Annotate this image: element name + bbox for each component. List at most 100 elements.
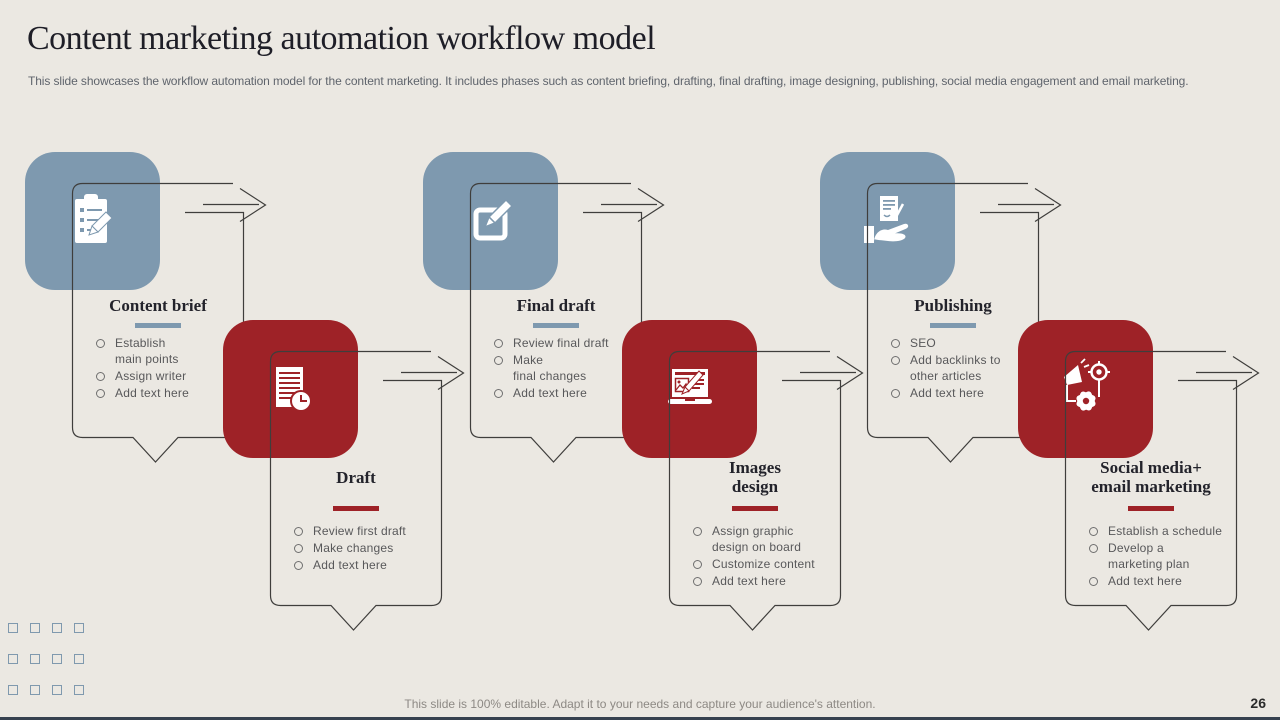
bullet-line: Establish a schedule [1108,524,1223,538]
bullet-line: Customize content [712,557,815,571]
circle-bullet-icon [294,561,303,570]
flow-arrow-head-icon [437,355,465,391]
stage-title-line: email marketing [1091,477,1211,496]
decorative-square-icon [52,685,62,695]
stage-accent-bar [333,506,379,511]
circle-bullet-icon [96,372,105,381]
stage-bullets: Establish a schedule Develop a marketing … [1089,523,1245,590]
bullet-line: Review final draft [513,336,609,350]
hand-document-icon [853,186,923,256]
decorative-square-icon [30,654,40,664]
bullet-line: marketing plan [1108,557,1190,571]
flow-arrow-head-icon [637,187,665,223]
speech-bubble-outline [1064,350,1260,631]
document-clock-icon [256,354,326,424]
bullet-item: Add text here [294,557,450,573]
laptop-design-icon [655,354,725,424]
bullet-line: Add backlinks to [910,353,1001,367]
bullet-line: SEO [910,336,936,350]
bullet-item: SEO [891,335,1047,351]
circle-bullet-icon [1089,577,1098,586]
circle-bullet-icon [891,356,900,365]
decorative-square-icon [74,654,84,664]
bullet-line: design on board [712,540,802,554]
bullet-line: Establish [115,336,166,350]
bullet-line: Add text here [115,386,189,400]
bullet-item: Customize content [693,556,849,572]
flow-arrow-head-icon [239,187,267,223]
bullet-line: main points [115,352,179,366]
decorative-square-icon [30,685,40,695]
circle-bullet-icon [294,527,303,536]
circle-bullet-icon [891,339,900,348]
stage-accent-bar [135,323,181,328]
slide-subtitle: This slide showcases the workflow automa… [28,74,1189,88]
bullet-item: Add text here [494,385,650,401]
stage-title-line: Draft [336,467,376,487]
final-draft-icon-box [423,152,558,290]
bullet-line: Add text here [1108,574,1182,588]
speech-bubble-outline [269,350,465,631]
stage-title: Draft [270,455,442,499]
flow-arrow-head-icon [836,355,864,391]
bullet-line: Develop a [1108,541,1164,555]
stage-title-line: Social media+ [1100,458,1202,477]
circle-bullet-icon [494,356,503,365]
bullet-line: other articles [910,369,982,383]
decorative-square-icon [74,685,84,695]
stage-accent-bar [930,323,976,328]
bullet-item: Establish a schedule [1089,523,1245,539]
decorative-square-icon [8,654,18,664]
speech-bubble-outline [668,350,864,631]
circle-bullet-icon [693,577,702,586]
bullet-line: Make [513,353,544,367]
stage-title: Content brief [72,275,244,315]
stage-accent-bar [533,323,579,328]
decorative-square-icon [30,623,40,633]
publishing-icon-box [820,152,955,290]
stage-bullets: Review first draft Make changes Add text… [294,523,450,574]
stage-accent-bar [1128,506,1174,511]
bullet-line: Add text here [910,386,984,400]
bullet-item: Establish main points [96,335,252,367]
stage-title-line: Content brief [109,296,207,315]
clipboard-checklist-icon [58,186,128,256]
bullet-item: Add backlinks to other articles [891,352,1047,384]
bottom-accent-bar [0,717,1280,720]
decorative-square-icon [74,623,84,633]
decorative-square-icon [8,685,18,695]
bullet-line: Add text here [712,574,786,588]
bullet-item: Add text here [96,385,252,401]
circle-bullet-icon [96,339,105,348]
stage-title: Final draft [470,275,642,315]
draft-icon-box [223,320,358,458]
stage-title-line: Final draft [516,296,596,315]
decorative-square-icon [8,623,18,633]
stage-title: Social media+email marketing [1065,455,1237,499]
stage-bullets: Establish main points Assign writer Add t… [96,335,252,402]
decorative-square-icon [52,654,62,664]
page-title: Content marketing automation workflow mo… [27,20,656,57]
stage-title-line: design [731,477,779,496]
circle-bullet-icon [1089,527,1098,536]
circle-bullet-icon [693,560,702,569]
flow-arrow-head-icon [1034,187,1062,223]
footer-note: This slide is 100% editable. Adapt it to… [404,697,876,711]
stage-title: Publishing [867,275,1039,315]
stage-title-line: Publishing [914,296,992,315]
content-brief-icon-box [25,152,160,290]
page-number: 26 [1250,695,1266,711]
bullet-line: Assign writer [115,369,187,383]
circle-bullet-icon [891,389,900,398]
megaphone-target-gear-icon [1051,354,1121,424]
bullet-line: Make changes [313,541,394,555]
bullet-item: Add text here [693,573,849,589]
bullet-item: Add text here [891,385,1047,401]
bullet-line: Add text here [513,386,587,400]
